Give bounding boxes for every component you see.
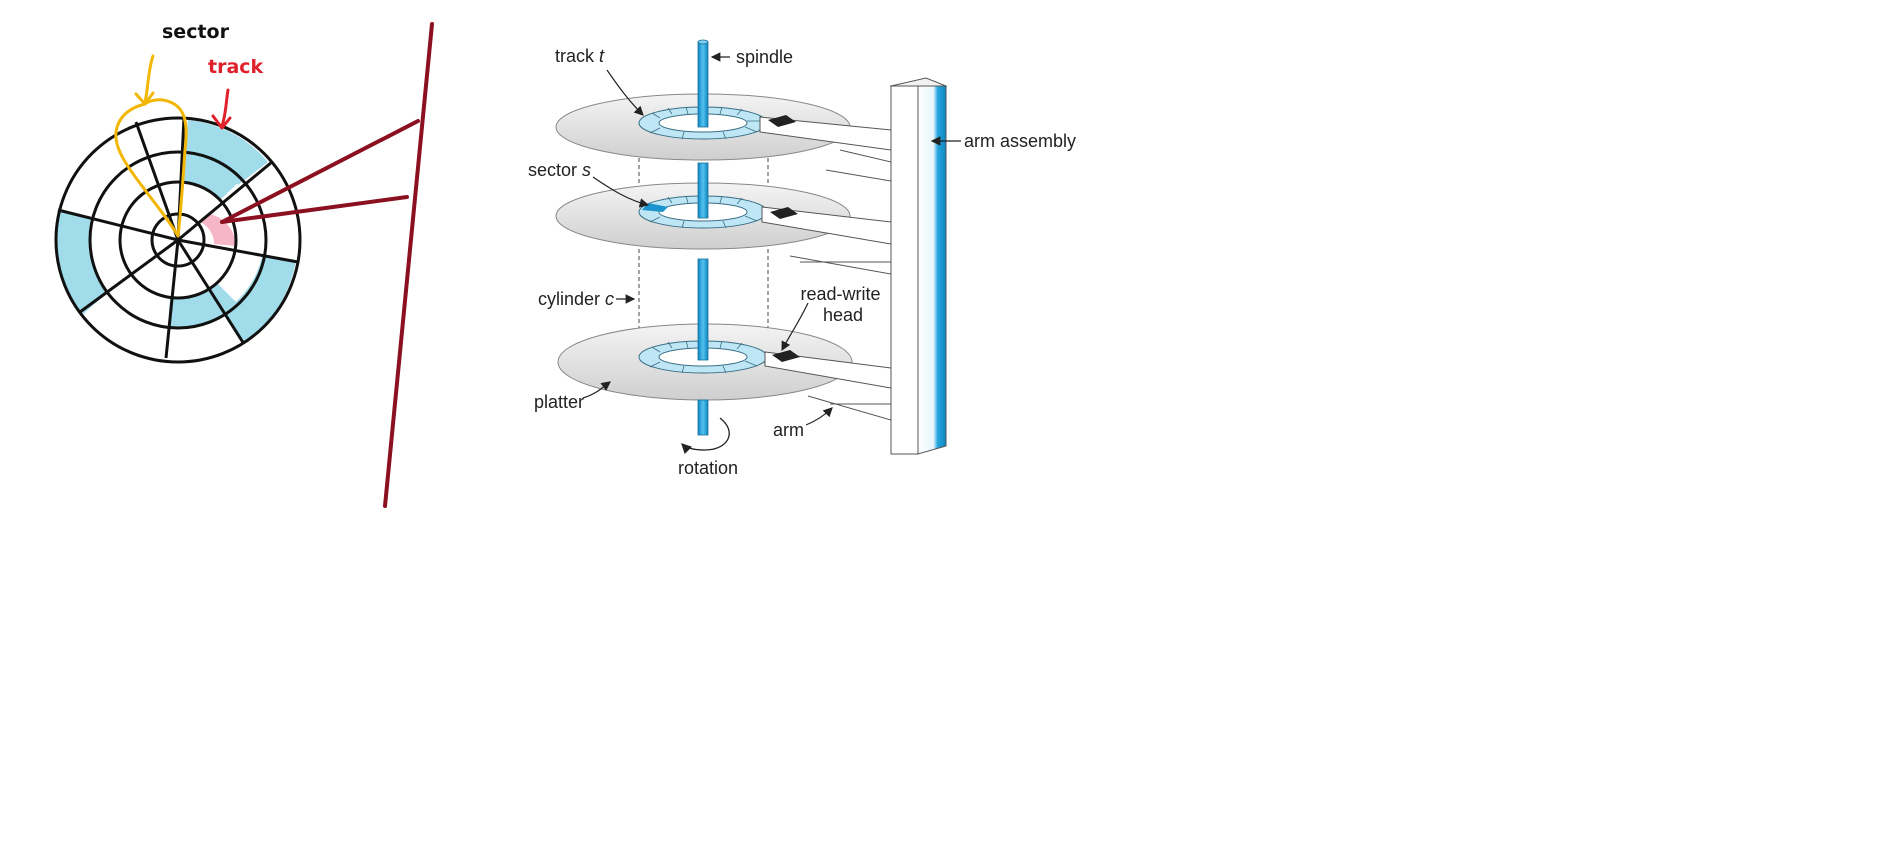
track-label: track bbox=[208, 56, 264, 78]
sector-outline-stroke bbox=[114, 54, 188, 238]
sketch-disk bbox=[54, 116, 302, 364]
spindle-shaft bbox=[697, 39, 709, 436]
platter-middle bbox=[555, 182, 892, 275]
cyan-sector-upper bbox=[184, 120, 268, 185]
pointer-lines bbox=[220, 22, 434, 508]
sketch-ring-3 bbox=[88, 150, 268, 330]
sketch-ring-2 bbox=[118, 180, 238, 300]
leader-lines bbox=[582, 52, 961, 426]
rotation-arrow bbox=[681, 417, 730, 455]
cylinder-dashes bbox=[638, 123, 769, 356]
read-write-head-label: read-write head bbox=[800, 284, 885, 325]
cyan-sector-left bbox=[54, 210, 108, 316]
platter-label: platter bbox=[534, 392, 584, 412]
sector-s-label: sector s bbox=[528, 160, 591, 180]
platter-bottom bbox=[557, 323, 892, 421]
arm-label: arm bbox=[773, 420, 804, 440]
cyan-sector-bottom bbox=[168, 284, 238, 328]
pink-sector bbox=[200, 214, 236, 246]
cyan-sector-top-right bbox=[183, 152, 242, 200]
sector-label: sector bbox=[162, 21, 230, 43]
sketch-outer-ring bbox=[54, 116, 302, 364]
spindle-label: spindle bbox=[736, 47, 793, 67]
cylinder-c-label: cylinder c bbox=[538, 289, 614, 309]
track-arrow-stroke bbox=[211, 88, 232, 130]
separator-line bbox=[383, 22, 434, 508]
track-t-label: track t bbox=[555, 46, 605, 66]
disk-mechanism-figure: track t spindle arm assembly sector s cy… bbox=[528, 39, 1076, 478]
hand-sketch: sector track bbox=[54, 21, 434, 508]
arm-assembly-column bbox=[889, 77, 948, 455]
rotation-label: rotation bbox=[678, 458, 738, 478]
sketch-spokes bbox=[57, 117, 299, 359]
arm-assembly-label: arm assembly bbox=[964, 131, 1076, 151]
cyan-sector-right bbox=[222, 256, 296, 343]
platter-top bbox=[555, 93, 892, 182]
